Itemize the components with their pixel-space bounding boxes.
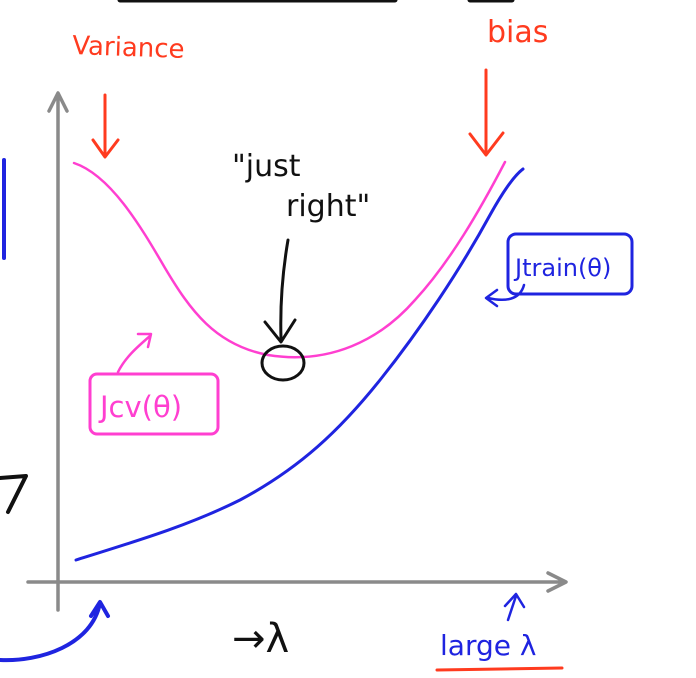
large-lambda-underline [435, 666, 564, 672]
x-axis [26, 571, 568, 593]
variance-label: Variance [72, 31, 185, 65]
jtrain-curve [74, 167, 525, 562]
left-edge-mark-seven [0, 474, 28, 514]
jcv-label: Jcv(θ) [98, 390, 182, 424]
bias-arrow [468, 68, 505, 157]
lambda-axis-label: →λ [232, 616, 289, 662]
jcv-curve [72, 160, 507, 359]
jcv-pointer [116, 332, 153, 374]
jcv-label-group: Jcv(θ) [88, 332, 220, 436]
left-edge-curve-blue [0, 600, 110, 663]
large-lambda-arrow [503, 592, 526, 622]
bias-label: bias [487, 15, 548, 50]
variance-arrow [91, 93, 120, 159]
just-right-annotation: "just right" [232, 149, 370, 382]
jcv-box [88, 372, 220, 436]
axes [26, 91, 568, 612]
jtrain-label: Jtrain(θ) [513, 254, 611, 282]
just-right-arrow [263, 238, 297, 344]
jtrain-label-group: Jtrain(θ) [484, 232, 634, 308]
jtrain-pointer [484, 283, 526, 308]
variance-annotation: Variance [72, 31, 185, 159]
just-right-line2: right" [286, 189, 370, 224]
just-right-line1: "just [232, 149, 301, 184]
optimum-circle [260, 344, 306, 382]
y-axis [47, 91, 69, 612]
large-lambda-annotation: large λ [435, 592, 564, 672]
jtrain-box [506, 232, 634, 296]
bias-annotation: bias [468, 15, 548, 157]
large-lambda-label: large λ [440, 629, 536, 662]
